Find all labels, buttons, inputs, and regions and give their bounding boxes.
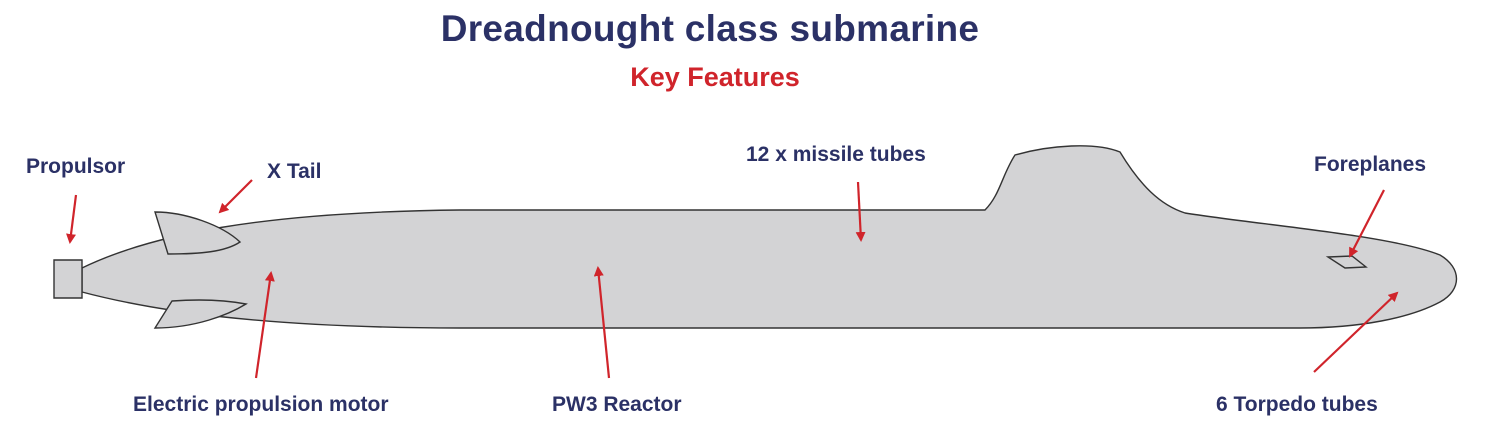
label-x-tail: X Tail — [267, 160, 322, 183]
label-electric-propulsion-motor: Electric propulsion motor — [133, 393, 389, 416]
label-missile-tubes: 12 x missile tubes — [746, 143, 926, 166]
x-tail-lower-fin — [153, 299, 248, 329]
diagram-subtitle: Key Features — [630, 62, 800, 92]
x-tail-arrow — [218, 179, 253, 214]
electric-motor-arrow — [254, 271, 275, 379]
missile-tubes-arrow — [855, 181, 866, 242]
x-tail-upper-fin — [154, 211, 242, 255]
foreplane-shape — [1325, 255, 1368, 269]
label-torpedo-tubes: 6 Torpedo tubes — [1216, 393, 1378, 416]
label-propulsor: Propulsor — [26, 155, 126, 178]
label-foreplanes: Foreplanes — [1314, 153, 1427, 176]
foreplanes-arrow — [1349, 189, 1385, 258]
diagram-title: Dreadnought class submarine — [440, 8, 980, 49]
propulsor-arrow — [66, 194, 78, 244]
torpedo-tubes-arrow — [1313, 291, 1399, 373]
reactor-arrow — [593, 266, 611, 379]
propulsor-shape — [53, 259, 83, 299]
submarine-hull — [81, 145, 1457, 329]
label-pw3-reactor: PW3 Reactor — [552, 393, 682, 416]
